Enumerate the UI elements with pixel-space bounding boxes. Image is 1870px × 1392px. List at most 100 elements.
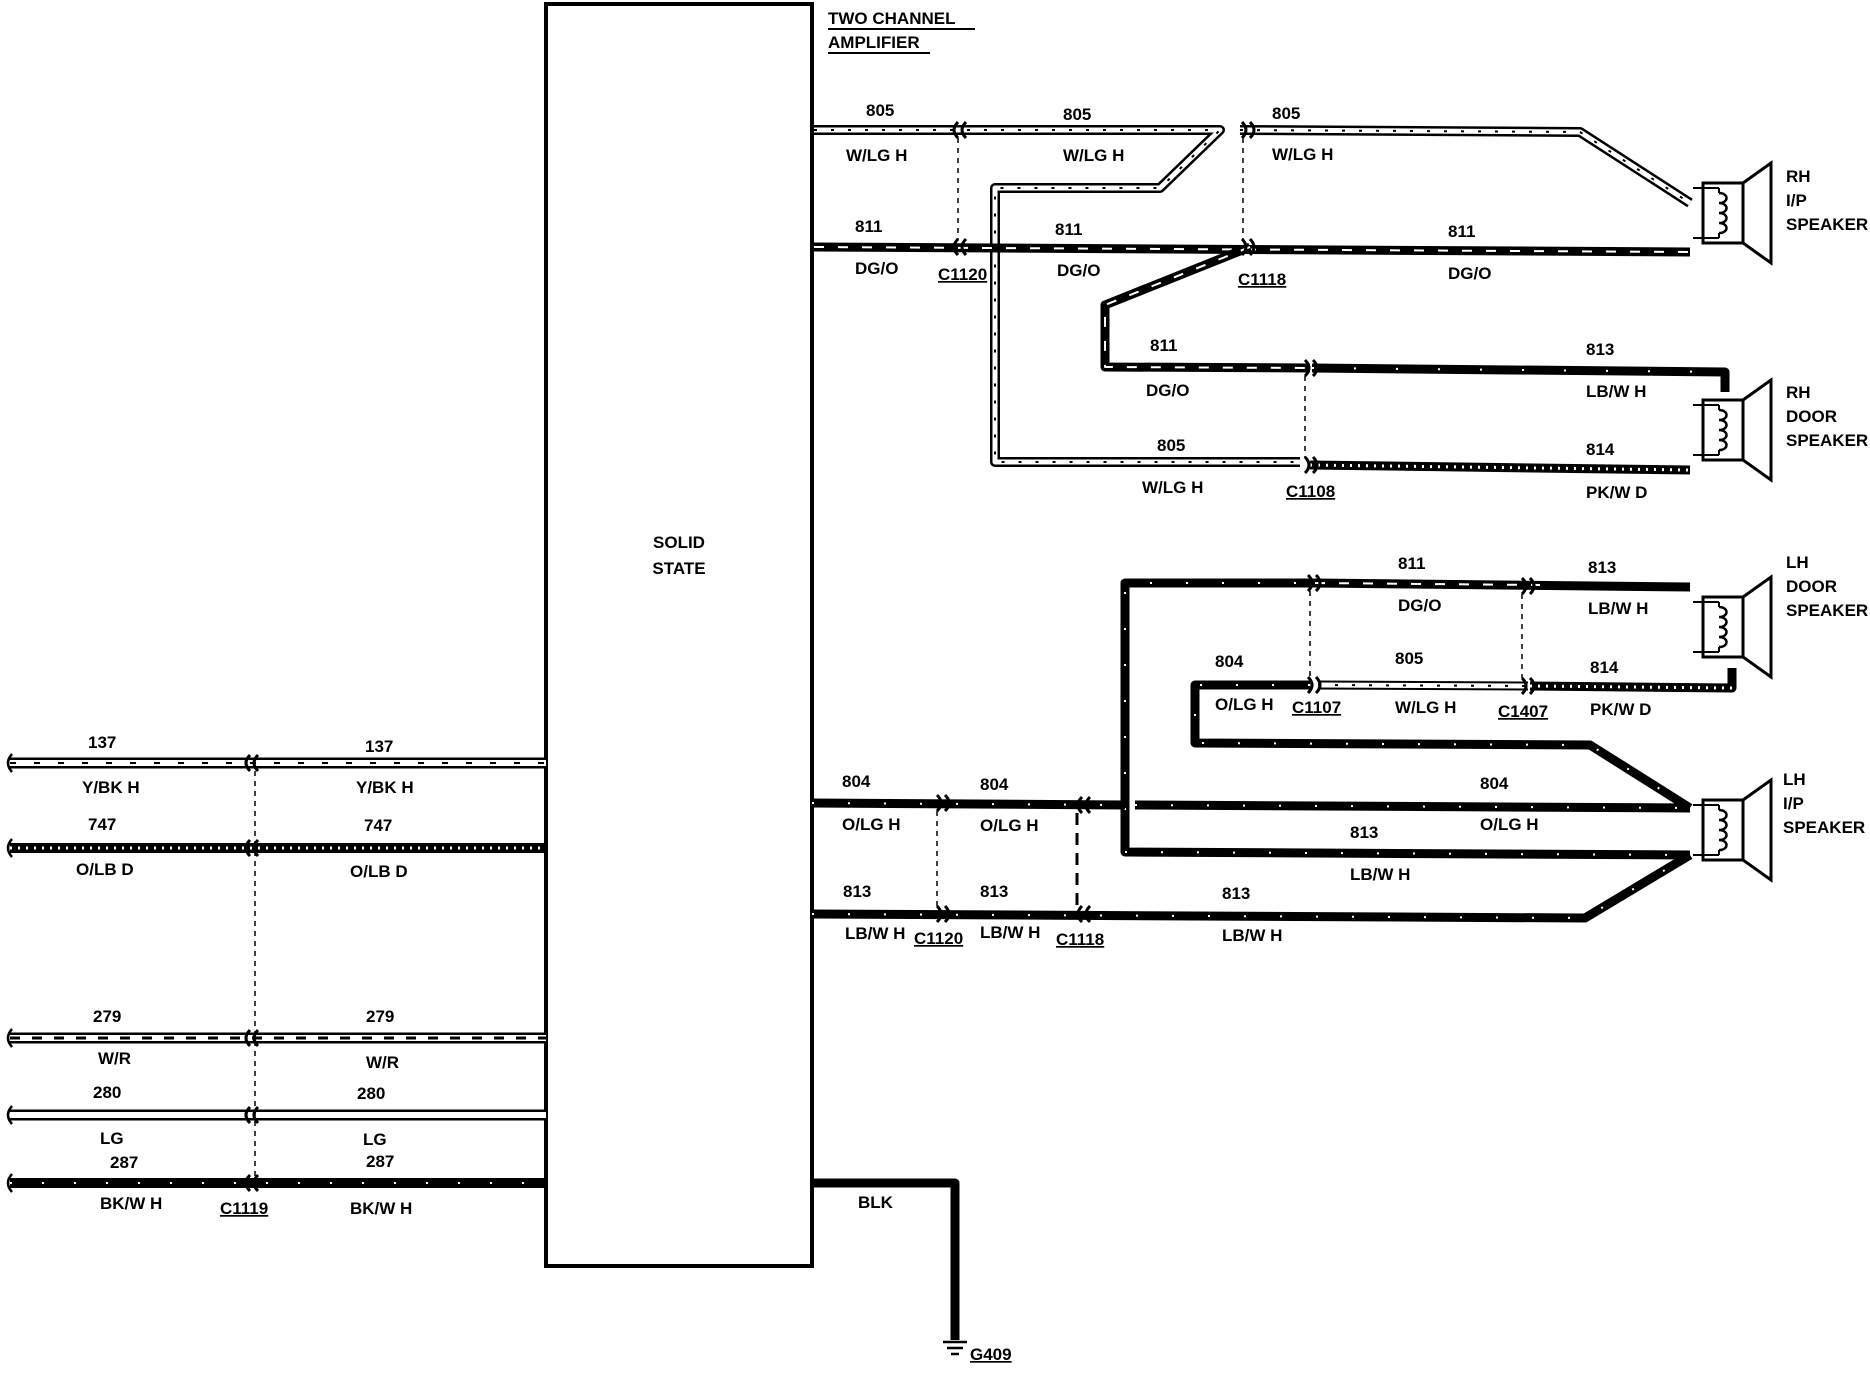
connector-symbol-c1407	[1520, 576, 1536, 696]
wire-813-rh-door	[1311, 363, 1730, 392]
wire-label: 811	[1448, 222, 1475, 241]
wire-label: 805	[1272, 104, 1300, 123]
wire-label: O/LG H	[1215, 695, 1274, 714]
wire-label: 804	[980, 775, 1009, 794]
wire-label: W/R	[98, 1049, 131, 1068]
wire-805-top	[814, 125, 1693, 467]
wire-label: O/LB D	[76, 860, 134, 879]
wire-label: 805	[1063, 105, 1091, 124]
connector-c1107: C1107	[1292, 698, 1341, 717]
wire-label: W/R	[366, 1053, 399, 1072]
connector-symbol-c1119	[244, 753, 260, 1193]
speaker-rh-door: RH DOOR SPEAKER	[1691, 378, 1868, 482]
ground-label: G409	[970, 1345, 1012, 1364]
wire-label: W/LG H	[1142, 478, 1203, 497]
wire-label: BK/W H	[350, 1199, 412, 1218]
wire-label: W/LG H	[1395, 698, 1456, 717]
wire-label: 814	[1590, 658, 1619, 677]
wire-label: O/LG H	[1480, 815, 1539, 834]
speaker-rh-ip-line3: SPEAKER	[1786, 215, 1868, 234]
wire-label: Y/BK H	[82, 778, 140, 797]
wire-label: 805	[1157, 436, 1185, 455]
wire-label: 804	[842, 772, 871, 791]
connector-c1120-bottom: C1120	[914, 929, 963, 948]
amplifier-box	[544, 2, 814, 1268]
speaker-lh-door-line1: LH	[1786, 553, 1809, 572]
wire-label: O/LG H	[980, 816, 1039, 835]
wire-label: BK/W H	[100, 1194, 162, 1213]
wire-label: DG/O	[855, 259, 898, 278]
speaker-rh-ip-line2: I/P	[1786, 191, 1807, 210]
wire-label: O/LG H	[842, 815, 901, 834]
wire-label: DG/O	[1398, 596, 1441, 615]
connector-symbol-c1120-bottom	[935, 793, 951, 924]
wire-label: 287	[366, 1152, 394, 1171]
speaker-lh-door-line3: SPEAKER	[1786, 601, 1868, 620]
amplifier-body-line2: STATE	[652, 559, 705, 578]
speaker-lh-ip-line1: LH	[1783, 770, 1806, 789]
wire-label: 813	[1588, 558, 1616, 577]
wire-label: 137	[365, 737, 393, 756]
wire-label: LB/W H	[1586, 382, 1646, 401]
wire-label: 805	[866, 101, 894, 120]
speaker-rh-ip: RH I/P SPEAKER	[1691, 161, 1868, 265]
amplifier-title-line2: AMPLIFIER	[828, 33, 920, 52]
wire-label: PK/W D	[1590, 700, 1651, 719]
connector-symbol-c1108	[1303, 358, 1319, 475]
ground-wire-color: BLK	[858, 1193, 894, 1212]
wire-label: W/LG H	[846, 146, 907, 165]
wire-label: 813	[1350, 823, 1378, 842]
wire-label: LG	[100, 1129, 124, 1148]
ground-wire	[812, 1178, 960, 1340]
connector-c1108: C1108	[1286, 482, 1335, 501]
connector-c1119: C1119	[220, 1199, 268, 1218]
wire-label: 813	[1222, 884, 1250, 903]
wire-label: DG/O	[1146, 381, 1189, 400]
wire-label: LB/W H	[845, 924, 905, 943]
speaker-rh-door-line2: DOOR	[1786, 407, 1837, 426]
amplifier-body-line1: SOLID	[653, 533, 705, 552]
speaker-lh-ip-line3: SPEAKER	[1783, 818, 1865, 837]
wire-label: 811	[1398, 554, 1425, 573]
wire-814-rh-door	[1309, 460, 1691, 475]
wire-label: 279	[93, 1007, 121, 1026]
amplifier-title-line1: TWO CHANNEL	[828, 9, 955, 28]
wire-label: LB/W H	[980, 923, 1040, 942]
speaker-rh-door-line1: RH	[1786, 383, 1811, 402]
wire-label: 279	[366, 1007, 394, 1026]
speaker-lh-ip-line2: I/P	[1783, 794, 1804, 813]
speaker-rh-door-line3: SPEAKER	[1786, 431, 1868, 450]
wire-label: 137	[88, 733, 116, 752]
wire-label: W/LG H	[1063, 146, 1124, 165]
wire-label: 813	[980, 882, 1008, 901]
wire-label: PK/W D	[1586, 483, 1647, 502]
wire-label: LB/W H	[1588, 599, 1648, 618]
ground-symbol	[943, 1340, 967, 1356]
connector-c1120-top: C1120	[938, 265, 987, 284]
connector-symbol-c1107	[1306, 573, 1322, 695]
wire-label: 747	[88, 815, 116, 834]
connector-symbol-c1118-top	[1240, 120, 1256, 257]
wire-label: O/LB D	[350, 862, 408, 881]
wire-813-lh-ip	[811, 810, 1693, 923]
wire-label: 811	[855, 217, 882, 236]
wire-label: 811	[1055, 220, 1082, 239]
wire-804-lh-ip	[811, 798, 1691, 813]
wire-label: 813	[1586, 340, 1614, 359]
wire-label: 747	[364, 816, 392, 835]
connector-symbol-c1118-bottom	[1076, 795, 1092, 924]
wire-label: DG/O	[1448, 264, 1491, 283]
wire-label: 805	[1395, 649, 1423, 668]
wire-804-lh-door	[1190, 668, 1737, 812]
wire-label: LG	[363, 1130, 387, 1149]
wire-label: 813	[843, 882, 871, 901]
wire-label: 814	[1586, 440, 1615, 459]
speaker-lh-door-line2: DOOR	[1786, 577, 1837, 596]
wire-label: 280	[357, 1084, 385, 1103]
connector-symbol-c1120-top	[952, 120, 968, 257]
wire-811-lh-loop	[1120, 578, 1691, 810]
connector-c1118-bottom: C1118	[1056, 930, 1104, 949]
wire-label: 287	[110, 1153, 138, 1172]
wire-label: 280	[93, 1083, 121, 1102]
